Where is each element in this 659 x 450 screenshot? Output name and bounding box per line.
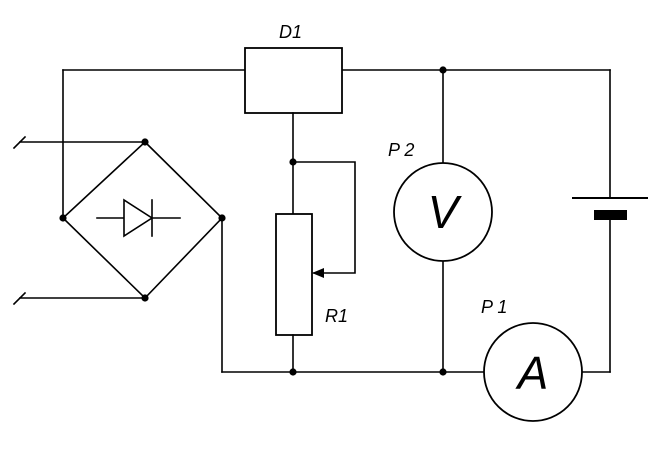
r1-bottom-node: [289, 368, 297, 376]
component-d1: D1: [244, 22, 343, 114]
bridge-rectifier: [59, 138, 226, 302]
voltmeter-bottom-node: [439, 368, 447, 376]
diode-icon: [96, 198, 181, 238]
voltmeter-letter: V: [428, 186, 463, 238]
ac-input-top: [12, 135, 146, 150]
p2-label: P 2: [388, 140, 414, 160]
voltmeter-top-node: [439, 66, 447, 74]
voltmeter-p2: V P 2: [388, 140, 493, 262]
battery: [572, 69, 648, 373]
bridge-left-node: [59, 214, 67, 222]
ammeter-p1: A P 1: [481, 297, 583, 422]
r1-label: R1: [325, 306, 348, 326]
ammeter-letter: A: [515, 347, 549, 399]
ac-input-bottom: [12, 291, 146, 306]
d1-label: D1: [279, 22, 302, 42]
wiper-arrow-icon: [312, 268, 324, 278]
potentiometer-r1: R1: [275, 161, 356, 373]
p1-label: P 1: [481, 297, 507, 317]
